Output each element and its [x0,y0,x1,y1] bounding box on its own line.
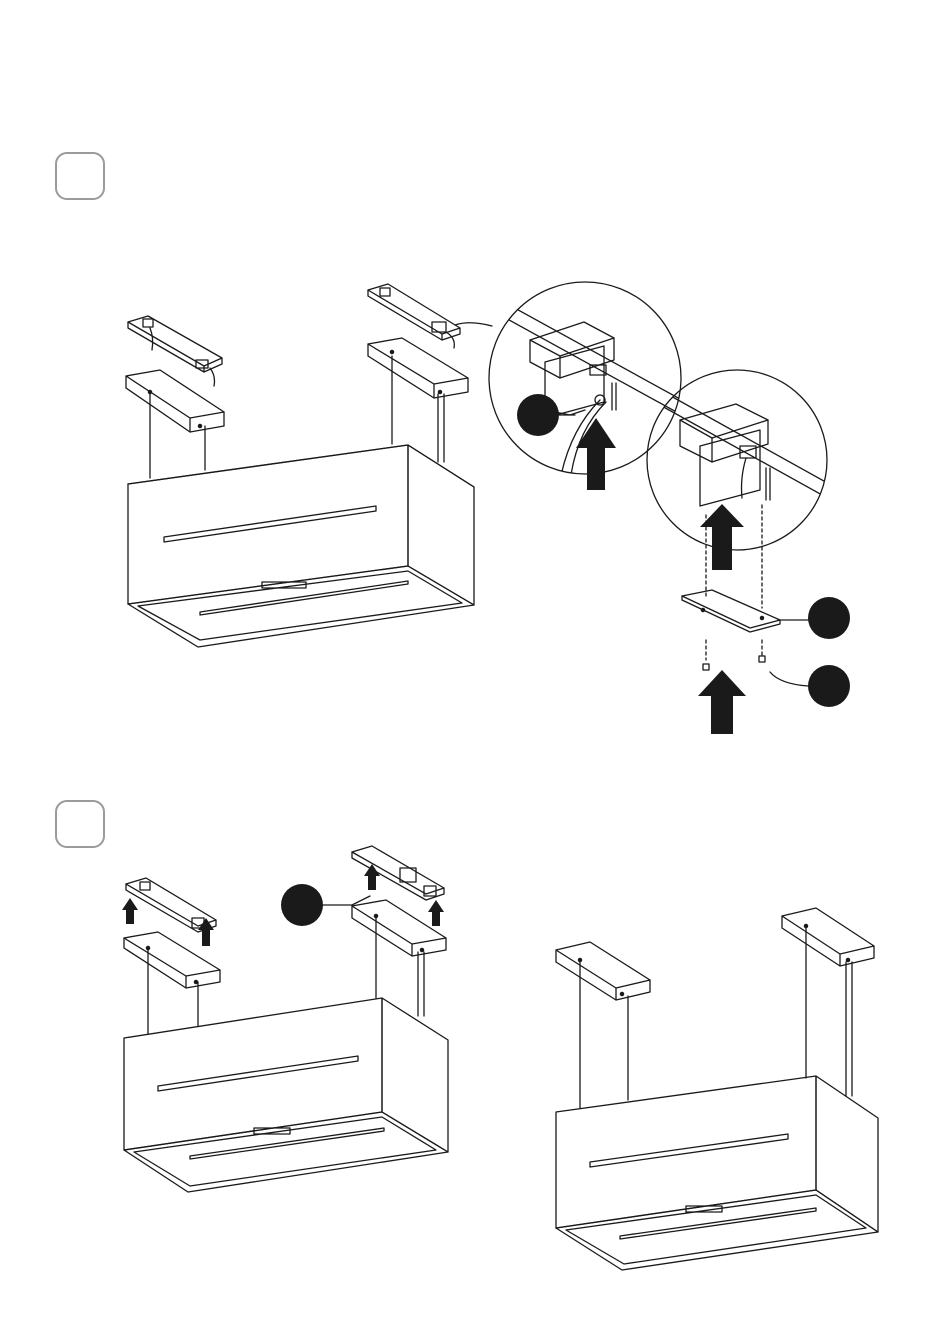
up-arrow-icon [576,418,616,490]
callout-marker-1 [517,394,559,436]
ceiling-bracket-right-2 [352,846,444,900]
hood-unit-step1 [128,445,474,647]
zoom-detail-power-cable [455,282,700,482]
up-arrow-icon [364,864,380,890]
up-arrow-icon [698,670,746,734]
ceiling-block-right [368,338,468,398]
arrows [122,418,746,946]
callout-leaders [320,415,808,905]
ceiling-block-final-right [782,908,874,966]
suspension-cables-final [580,928,852,1108]
up-arrow-icon [122,898,138,924]
up-arrow-icon [428,900,444,926]
ceiling-block-final-left [556,942,650,1000]
screw [703,656,765,670]
ceiling-bracket-left [128,316,222,386]
callout-marker-2 [808,597,850,639]
callout-marker-3 [808,665,850,707]
hood-assembly-step2-right [556,908,878,1270]
ceiling-bracket-right [368,284,460,348]
ceiling-block-left [126,370,224,432]
hood-unit-final [556,1076,878,1270]
hood-unit-step2-left [124,998,448,1192]
callout-marker-4 [281,884,323,926]
hood-assembly-step1 [126,284,474,647]
up-arrow-icon [198,918,214,946]
